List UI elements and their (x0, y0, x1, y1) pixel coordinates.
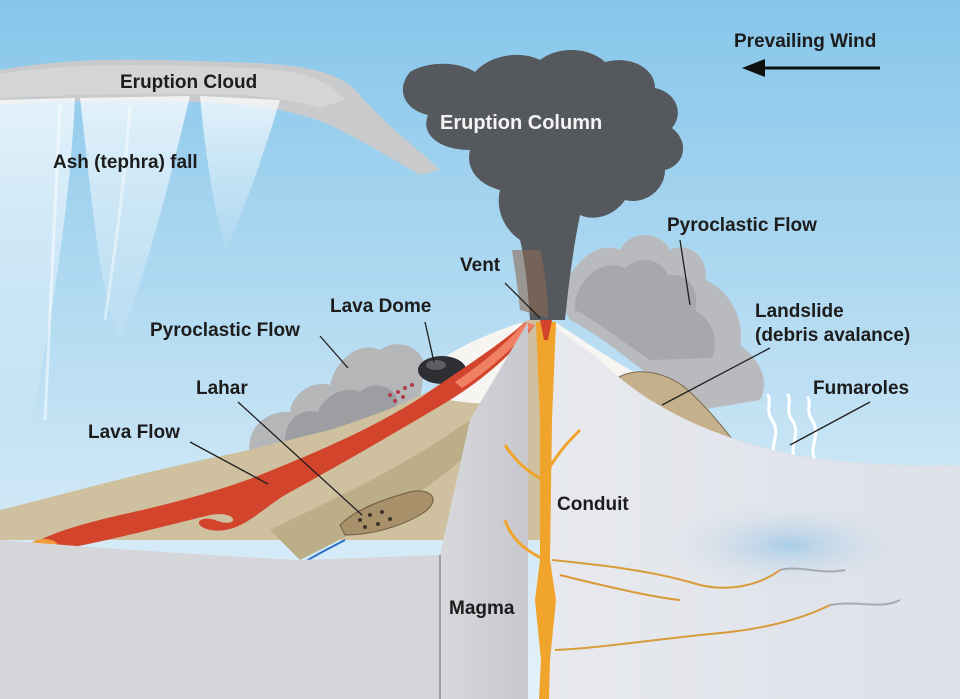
label-lahar: Lahar (196, 378, 248, 399)
label-conduit: Conduit (557, 494, 629, 515)
label-lava-dome: Lava Dome (330, 296, 432, 317)
label-pyroclastic-flow-right: Pyroclastic Flow (667, 215, 817, 236)
eruption-cloud (0, 59, 440, 175)
label-fumaroles: Fumaroles (813, 378, 910, 399)
lahar (299, 490, 434, 566)
ash-fall (0, 96, 280, 430)
prevailing-wind-arrow (742, 59, 880, 77)
label-prevailing-wind: Prevailing Wind (734, 31, 877, 52)
label-eruption-cloud: Eruption Cloud (120, 72, 258, 93)
conduit (503, 320, 901, 699)
label-magma: Magma (449, 598, 515, 619)
label-ash-fall: Ash (tephra) fall (53, 152, 198, 173)
label-vent: Vent (460, 255, 501, 276)
label-landslide: Landslide (debris avalance) (755, 301, 911, 346)
fumaroles (766, 393, 818, 462)
leader-lines (189, 239, 871, 516)
pyroclastic-flow-right-billow (560, 235, 764, 410)
label-pyroclastic-flow-left: Pyroclastic Flow (150, 320, 300, 341)
eruption-column (402, 50, 684, 320)
label-lava-flow: Lava Flow (88, 422, 180, 443)
label-eruption-column: Eruption Column (440, 112, 603, 134)
